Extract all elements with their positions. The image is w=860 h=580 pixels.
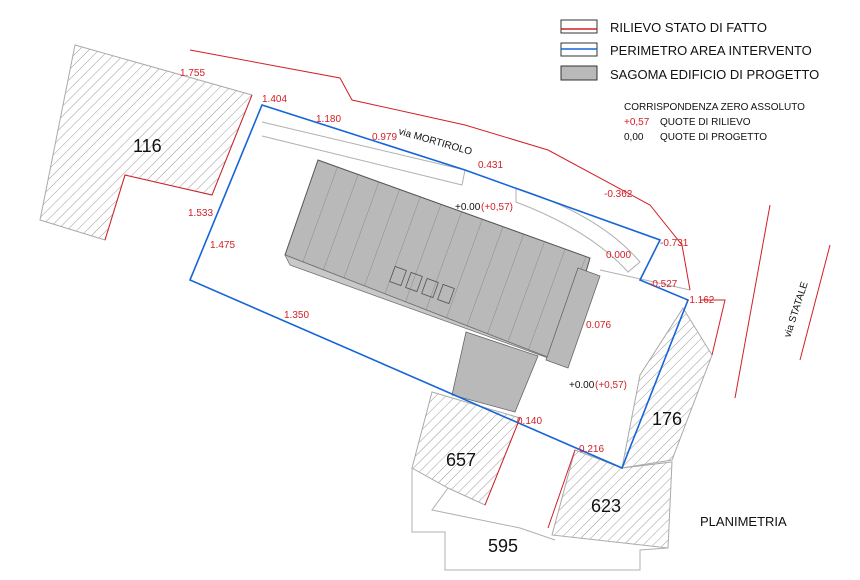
legend-rilievo-label: RILIEVO STATO DI FATTO <box>610 20 767 35</box>
height-m1162: -1.162 <box>686 295 715 306</box>
survey-line-623 <box>547 449 576 529</box>
legend-sagoma-swatch <box>560 65 598 81</box>
caption-planimetria: PLANIMETRIA <box>700 514 787 529</box>
height-1755: 1.755 <box>180 68 205 79</box>
level-marker-a: +0.00 (+0,57) <box>455 202 513 213</box>
height-1404: 1.404 <box>262 94 287 105</box>
perimetro-area-intervento <box>188 104 690 470</box>
lot-595-label: 595 <box>488 536 518 556</box>
legend-rilievo-quote: QUOTE DI RILIEVO <box>660 117 751 128</box>
lot-176-label: 176 <box>652 409 682 429</box>
survey-line-west <box>104 94 253 241</box>
rilievo-lines <box>104 49 831 529</box>
level-b-survey: (+0,57) <box>595 380 627 391</box>
mortirolo-edge <box>261 121 466 186</box>
level-a-survey: (+0,57) <box>481 202 513 213</box>
legend-sagoma-label: SAGOMA EDIFICIO DI PROGETTO <box>610 67 819 82</box>
driveway-curve <box>515 187 641 273</box>
height-0216: 0.216 <box>579 444 604 455</box>
height-0000: 0.000 <box>606 250 631 261</box>
lot-595-outline <box>411 468 669 571</box>
lot-116-label: 116 <box>133 136 162 156</box>
legend: RILIEVO STATO DI FATTO PERIMETRO AREA IN… <box>560 19 819 143</box>
lot-657-area <box>411 391 521 506</box>
grey-outlines <box>261 121 691 571</box>
building-side-wing <box>545 267 601 369</box>
level-a-base: +0.00 <box>455 202 481 213</box>
lot-623-label: 623 <box>591 496 621 516</box>
legend-rilievo: RILIEVO STATO DI FATTO <box>560 19 767 35</box>
legend-progetto-quote: QUOTE DI PROGETTO <box>660 132 767 143</box>
survey-line-east-b <box>799 244 831 361</box>
building-footprint <box>284 159 601 413</box>
level-marker-b: +0.00 (+0,57) <box>569 380 627 391</box>
building-main-roof <box>284 159 591 363</box>
legend-sagoma: SAGOMA EDIFICIO DI PROGETTO <box>560 65 819 82</box>
survey-line-street-north <box>189 49 691 291</box>
lot-657-label: 657 <box>446 450 476 470</box>
height-0431: 0.431 <box>478 160 503 171</box>
survey-line-east-c <box>700 299 726 356</box>
survey-line-east-a <box>734 204 771 399</box>
height-0076: 0.076 <box>586 320 611 331</box>
neighbour-lots <box>39 44 713 549</box>
height-m0731: -0.731 <box>660 238 689 249</box>
height-1180: 1.180 <box>316 114 341 125</box>
height-m0362: -0.362 <box>604 189 633 200</box>
roof-skylights <box>389 265 455 305</box>
level-b-base: +0.00 <box>569 380 595 391</box>
legend-rilievo-value: +0,57 <box>624 117 650 128</box>
legend-progetto-value: 0,00 <box>624 132 644 143</box>
driveway-line <box>599 269 691 291</box>
lot-595-inner-line <box>431 487 556 541</box>
building-south-wing <box>451 331 539 413</box>
height-0140: 0.140 <box>517 416 542 427</box>
street-mortirolo: via MORTIROLO <box>397 126 473 158</box>
lot-176-area <box>621 307 713 469</box>
survey-heights: 1.755 1.404 1.180 0.979 0.431 -0.362 1.5… <box>180 68 715 455</box>
survey-line-657 <box>484 417 521 506</box>
height-1475: 1.475 <box>210 240 235 251</box>
height-m0527: -0.527 <box>649 279 678 290</box>
legend-corrispondenza: CORRISPONDENZA ZERO ASSOLUTO <box>624 102 805 113</box>
legend-perimetro: PERIMETRO AREA INTERVENTO <box>560 42 812 58</box>
legend-rilievo-swatch <box>560 19 598 34</box>
height-0979: 0.979 <box>372 132 397 143</box>
legend-perimetro-label: PERIMETRO AREA INTERVENTO <box>610 43 812 58</box>
height-1533: 1.533 <box>188 208 213 219</box>
street-statale: via STATALE <box>782 280 810 339</box>
height-1350: 1.350 <box>284 310 309 321</box>
